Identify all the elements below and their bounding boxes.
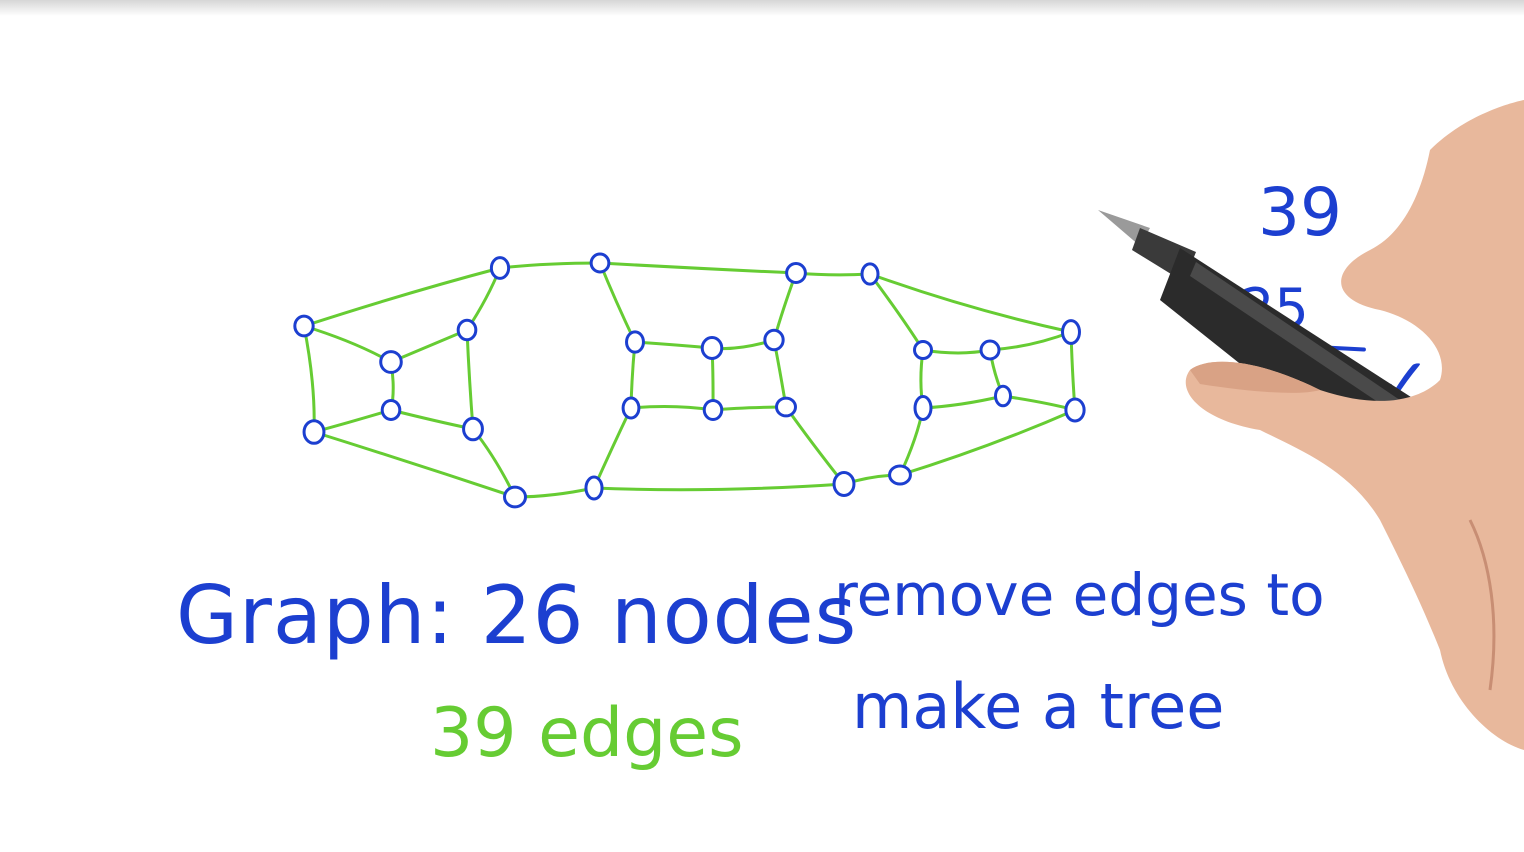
arithmetic-total: 39 xyxy=(1258,174,1342,251)
graph-node xyxy=(785,262,807,284)
graph-node xyxy=(302,419,326,445)
graph-node xyxy=(1064,397,1086,423)
graph-node xyxy=(621,396,641,420)
graph-node xyxy=(1061,319,1081,345)
graph-node xyxy=(702,399,724,421)
hand-icon xyxy=(1185,100,1524,750)
top-shadow xyxy=(0,0,1524,16)
graph-node xyxy=(993,384,1013,408)
graph-node xyxy=(380,399,402,421)
graph-node xyxy=(979,339,1001,361)
graph-edge xyxy=(598,261,798,275)
graph-node xyxy=(700,336,724,360)
graph-node xyxy=(589,252,611,274)
graph-edge xyxy=(312,430,517,499)
instruction-line-1: remove edges to xyxy=(834,561,1325,629)
graph-edge xyxy=(868,272,1073,334)
graph-node xyxy=(503,485,527,509)
graph-node xyxy=(379,350,403,374)
graph-node xyxy=(462,416,484,442)
graph-node xyxy=(860,262,880,286)
graph-node xyxy=(456,318,478,342)
graph-node xyxy=(489,256,511,280)
graph-edge xyxy=(592,482,846,492)
graph-node xyxy=(832,471,856,497)
graph-edge xyxy=(898,408,1077,477)
graph-node xyxy=(625,330,645,354)
graph-node xyxy=(775,396,797,418)
graph-node xyxy=(913,339,933,361)
graph-nodes-label: Graph: 26 nodes xyxy=(176,569,858,662)
graph-edge xyxy=(302,266,502,328)
graph-node xyxy=(888,464,912,486)
graph-node xyxy=(293,314,315,338)
graph-edges-label: 39 edges xyxy=(430,694,744,773)
graph-node xyxy=(763,328,785,352)
graph-node xyxy=(584,475,604,501)
graph-node xyxy=(913,395,933,421)
instruction-line-2: make a tree xyxy=(852,670,1225,743)
